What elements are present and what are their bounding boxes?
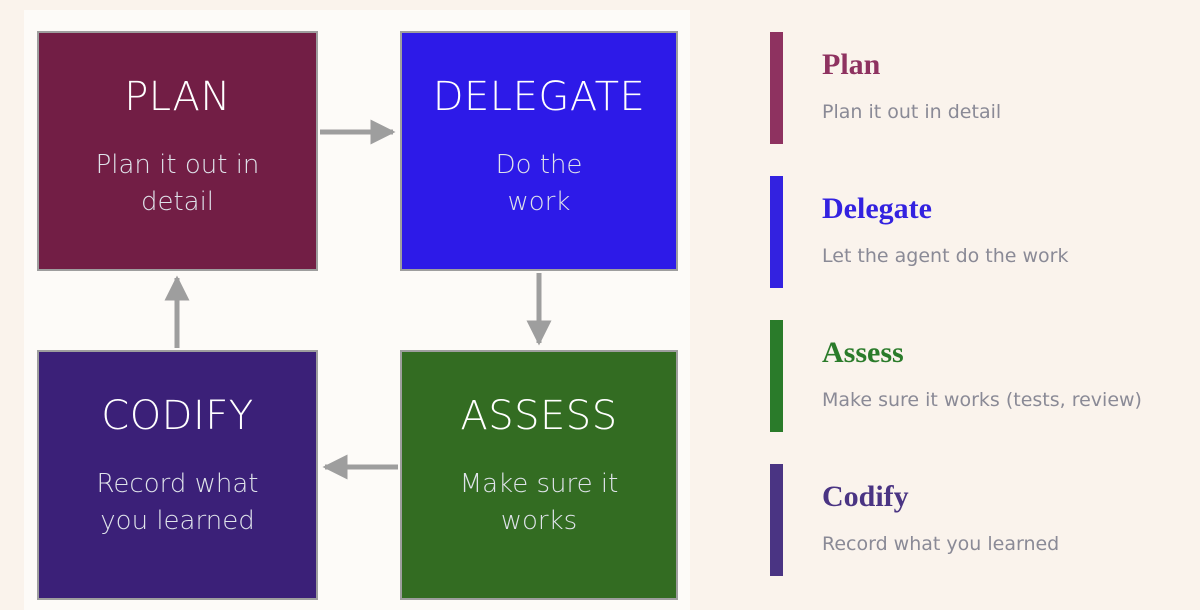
legend-item-codify[interactable]: Codify Record what you learned: [770, 464, 1180, 608]
legend-title-delegate: Delegate: [822, 192, 932, 225]
flow-node-assess-description: Make sure it works: [459, 469, 619, 536]
flow-node-plan-title: PLAN: [124, 74, 231, 120]
legend-title-codify: Codify: [822, 480, 909, 513]
flow-node-codify-description: Record what you learned: [96, 469, 259, 536]
flow-node-codify-title: CODIFY: [101, 393, 254, 439]
legend-description-assess: Make sure it works (tests, review): [822, 389, 1142, 411]
legend-color-bar-assess: [770, 320, 783, 432]
legend-title-assess: Assess: [822, 336, 904, 369]
legend-item-delegate[interactable]: Delegate Let the agent do the work: [770, 176, 1180, 320]
flow-node-codify[interactable]: CODIFY Record what you learned: [37, 350, 318, 600]
legend-description-codify: Record what you learned: [822, 533, 1060, 555]
legend-item-assess[interactable]: Assess Make sure it works (tests, review…: [770, 320, 1180, 464]
flow-node-plan[interactable]: PLAN Plan it out in detail: [37, 31, 318, 271]
legend-color-bar-plan: [770, 32, 783, 144]
flow-node-delegate-title: DELEGATE: [432, 74, 646, 120]
legend-description-plan: Plan it out in detail: [822, 101, 1002, 123]
legend-color-bar-delegate: [770, 176, 783, 288]
flow-node-delegate-description: Do the work: [495, 150, 583, 217]
flow-node-assess-title: ASSESS: [460, 393, 618, 439]
diagram-panel: PLAN Plan it out in detail DELEGATE Do t…: [24, 10, 690, 610]
legend-item-plan[interactable]: Plan Plan it out in detail: [770, 32, 1180, 176]
legend-panel: Plan Plan it out in detail Delegate Let …: [770, 32, 1180, 608]
legend-description-delegate: Let the agent do the work: [822, 245, 1069, 267]
legend-color-bar-codify: [770, 464, 783, 576]
flow-node-assess[interactable]: ASSESS Make sure it works: [400, 350, 678, 600]
legend-title-plan: Plan: [822, 48, 881, 81]
flow-node-delegate[interactable]: DELEGATE Do the work: [400, 31, 678, 271]
flow-node-plan-description: Plan it out in detail: [95, 150, 260, 217]
